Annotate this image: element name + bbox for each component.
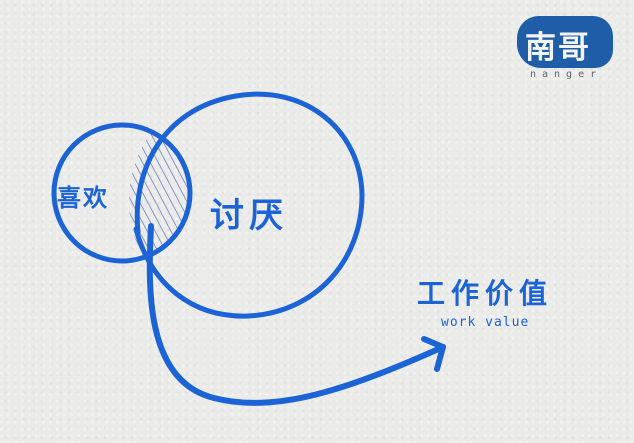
work-value-label: 工作价值 [417, 277, 554, 310]
logo-title: 南哥 [525, 30, 591, 66]
brand-logo: 南哥 nanger [517, 14, 613, 84]
work-value-subtitle: work value [441, 315, 530, 330]
dislike-label: 讨厌 [210, 196, 288, 236]
logo-badge [517, 16, 613, 68]
arrowhead-icon [421, 336, 446, 372]
work-value-arrow-curve [146, 223, 446, 406]
dislike-circle [133, 91, 365, 319]
logo-subtitle: nanger [530, 69, 603, 80]
like-circle [51, 122, 193, 264]
like-label: 喜欢 [57, 184, 109, 212]
